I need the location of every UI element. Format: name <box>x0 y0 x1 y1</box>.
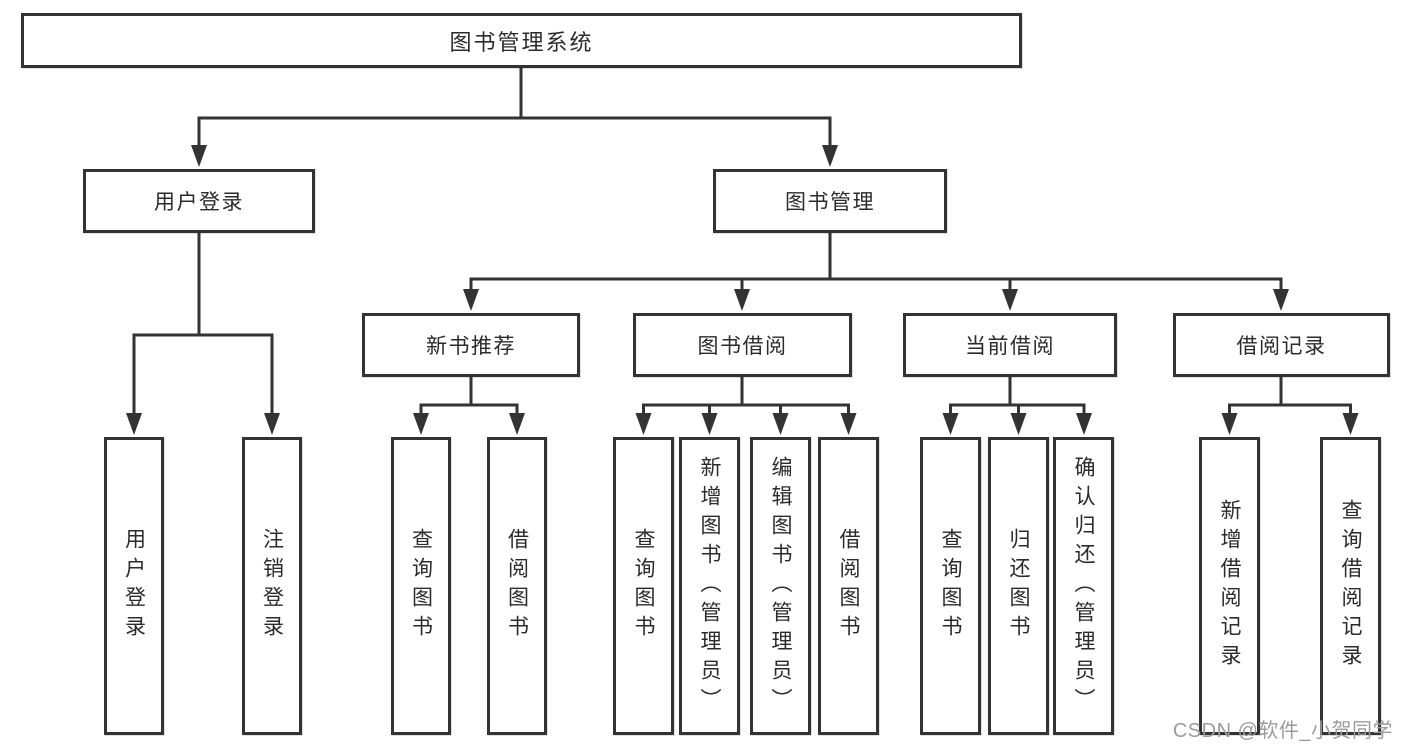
node-book-management: 图书管理 <box>713 169 947 233</box>
leaf-logout: 注销登录 <box>242 437 302 735</box>
node-label: 用户登录 <box>154 191 244 214</box>
node-label: 借阅图书 <box>837 528 860 644</box>
leaf-query-books-current: 查询图书 <box>920 437 981 735</box>
node-label: 新增图书（管理员） <box>698 455 721 717</box>
node-label: 借阅记录 <box>1236 335 1327 358</box>
leaf-edit-book-admin: 编辑图书（管理员） <box>750 437 811 735</box>
leaf-query-books-borrowing: 查询图书 <box>613 437 674 735</box>
node-label: 图书借阅 <box>697 335 788 358</box>
node-label: 借阅图书 <box>505 528 529 644</box>
arrowheads <box>126 145 1359 435</box>
leaf-confirm-return-admin: 确认归还（管理员） <box>1053 437 1114 735</box>
node-new-book-recommendation: 新书推荐 <box>362 313 580 377</box>
node-borrowing-records: 借阅记录 <box>1173 313 1390 377</box>
node-user-login: 用户登录 <box>83 169 315 233</box>
node-label: 注销登录 <box>260 528 284 644</box>
node-label: 当前借阅 <box>965 335 1055 358</box>
node-label: 编辑图书（管理员） <box>769 455 792 717</box>
node-current-borrowing: 当前借阅 <box>903 313 1117 377</box>
node-label: 归还图书 <box>1007 528 1030 644</box>
node-label: 新增借阅记录 <box>1218 499 1241 673</box>
node-book-borrowing: 图书借阅 <box>633 313 852 377</box>
leaf-add-borrow-record: 新增借阅记录 <box>1199 437 1260 735</box>
node-library-management-system: 图书管理系统 <box>21 13 1022 68</box>
node-label: 查询图书 <box>409 528 433 644</box>
leaf-borrow-books-recommend: 借阅图书 <box>487 437 547 735</box>
leaf-add-book-admin: 新增图书（管理员） <box>679 437 740 735</box>
node-label: 查询图书 <box>632 528 655 644</box>
node-label: 查询图书 <box>939 528 962 644</box>
node-label: 用户登录 <box>122 528 146 644</box>
leaf-query-borrow-record: 查询借阅记录 <box>1320 437 1381 735</box>
leaf-return-books: 归还图书 <box>988 437 1049 735</box>
node-label: 图书管理系统 <box>449 29 594 55</box>
leaf-query-books-recommend: 查询图书 <box>391 437 451 735</box>
node-label: 图书管理 <box>785 191 875 214</box>
node-label: 查询借阅记录 <box>1339 499 1362 673</box>
leaf-borrow-books-borrowing: 借阅图书 <box>818 437 879 735</box>
node-label: 新书推荐 <box>426 335 516 358</box>
connector-segments <box>132 66 1352 416</box>
node-label: 确认归还（管理员） <box>1072 455 1095 717</box>
leaf-user-login: 用户登录 <box>104 437 164 735</box>
watermark-csdn: CSDN @软件_小贺同学 <box>1172 720 1393 742</box>
